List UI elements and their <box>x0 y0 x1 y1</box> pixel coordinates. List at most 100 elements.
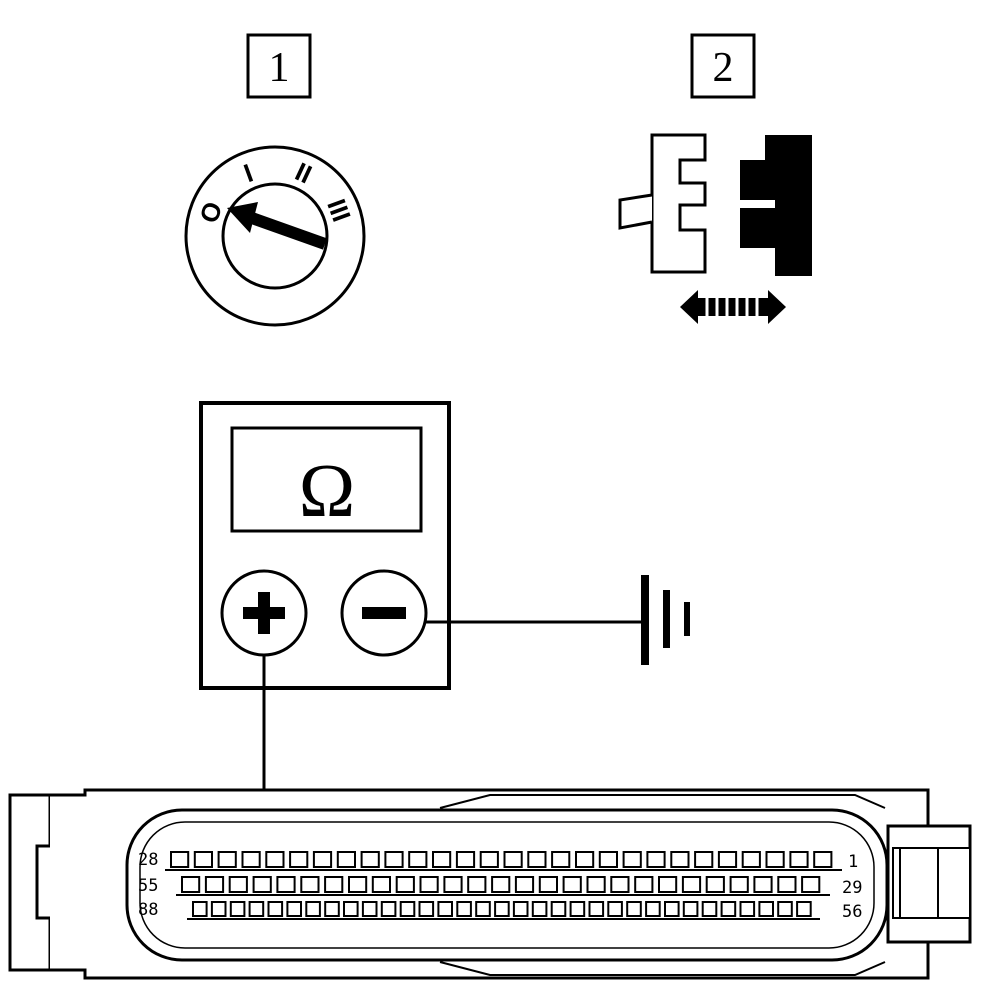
connector-pin <box>701 901 718 917</box>
connector-half-right <box>740 135 812 276</box>
connector-pin <box>455 851 476 868</box>
connector-pin <box>626 901 642 917</box>
connector-pin <box>300 876 320 893</box>
connector-pin <box>503 851 523 868</box>
connector-half-left <box>650 133 707 274</box>
connector-pin <box>813 851 833 868</box>
connector-pin <box>758 901 775 917</box>
connector-pin <box>531 901 548 917</box>
connector-pin <box>634 876 654 893</box>
connector-pin <box>289 851 309 868</box>
connector-pin <box>475 901 491 917</box>
connector-pin <box>562 876 582 893</box>
pin-label-row3-right: 56 <box>842 902 862 922</box>
connector-pin <box>739 901 756 917</box>
connector-pin <box>588 901 605 917</box>
connector-pin <box>193 851 214 868</box>
connector-pin <box>607 901 623 917</box>
step-label-2: 2 <box>690 33 756 99</box>
connector-pin <box>192 901 208 917</box>
connector-pin <box>717 851 738 868</box>
connector-pin <box>658 876 678 893</box>
ohmmeter-display-symbol: Ω <box>299 449 355 533</box>
connector-pin <box>801 876 821 893</box>
connector-pin <box>789 851 809 868</box>
connector-pin <box>419 876 439 893</box>
connector-pin <box>360 851 380 868</box>
connector-pin <box>170 851 190 868</box>
connector-pin <box>324 876 344 893</box>
connector-pin <box>312 851 333 868</box>
connector-pin-rows <box>165 851 842 920</box>
connector-pin <box>575 851 595 868</box>
connector-pin <box>479 851 499 868</box>
connector-pin <box>443 876 463 893</box>
connector-pin <box>765 851 785 868</box>
pin-label-row2-left: 55 <box>138 876 158 896</box>
connector-pin <box>336 851 356 868</box>
ignition-key-icon: O I II III <box>184 145 366 327</box>
step-label-2-text: 2 <box>713 45 734 91</box>
ground-symbol-icon <box>641 575 690 665</box>
connector-pin <box>252 876 272 893</box>
connector-pin <box>241 851 261 868</box>
connector-pin <box>538 876 558 893</box>
connector-pin <box>550 901 567 917</box>
connector-pin <box>494 901 510 917</box>
connector-pin <box>467 876 487 893</box>
connector-pin <box>694 851 714 868</box>
connector-pin <box>265 851 285 868</box>
connector-pin <box>432 851 452 868</box>
connector-pin <box>670 851 690 868</box>
connector-pin <box>514 876 535 893</box>
connector-pin <box>777 901 793 917</box>
connector-pin <box>305 901 321 917</box>
connector-pin <box>598 851 618 868</box>
connector-pin <box>181 876 201 893</box>
pin-label-row3-left: 88 <box>138 900 158 920</box>
connector-pin <box>456 901 472 917</box>
connector-pin <box>267 901 284 917</box>
connector-pin <box>380 901 397 917</box>
connector-pin <box>276 876 296 893</box>
ohmmeter-icon: Ω <box>199 401 451 690</box>
connector-pin <box>796 901 812 917</box>
connector-pin <box>399 901 416 917</box>
double-arrow-icon <box>680 290 786 324</box>
ignition-pointer-icon <box>227 202 328 250</box>
ohmmeter-display <box>230 426 423 533</box>
connector-pin <box>217 851 237 868</box>
connector-pin <box>777 876 797 893</box>
connector-pin <box>664 901 680 917</box>
connector-pin <box>527 851 547 868</box>
plus-terminal <box>220 569 308 657</box>
ecu-connector-icon: 28 1 55 29 88 56 <box>8 788 972 980</box>
connector-pin <box>324 901 340 917</box>
step-label-1: 1 <box>246 33 312 99</box>
connector-pin <box>729 876 749 893</box>
connector-pin <box>210 901 227 917</box>
connector-pin <box>204 876 225 893</box>
connector-pin <box>418 901 435 917</box>
connector-wire-tab <box>618 193 653 230</box>
connector-pin <box>741 851 761 868</box>
connector-pin <box>551 851 571 868</box>
step-label-1-text: 1 <box>269 45 290 91</box>
pin-label-row2-right: 29 <box>842 878 862 898</box>
minus-terminal <box>340 569 428 657</box>
connector-pin <box>395 876 415 893</box>
connector-pin <box>705 876 725 893</box>
connector-pin <box>720 901 737 917</box>
connector-pin <box>437 901 453 917</box>
connector-pin <box>408 851 428 868</box>
connector-pin <box>645 901 661 917</box>
connector-pin <box>348 876 368 893</box>
connector-disconnect-icon <box>618 133 812 324</box>
pin-label-row1-right: 1 <box>848 852 858 872</box>
connector-pin <box>384 851 404 868</box>
connector-pin <box>512 901 529 917</box>
connector-pin <box>569 901 586 917</box>
pin-label-row1-left: 28 <box>138 850 158 870</box>
connector-pin <box>586 876 606 893</box>
connector-pin <box>682 901 699 917</box>
